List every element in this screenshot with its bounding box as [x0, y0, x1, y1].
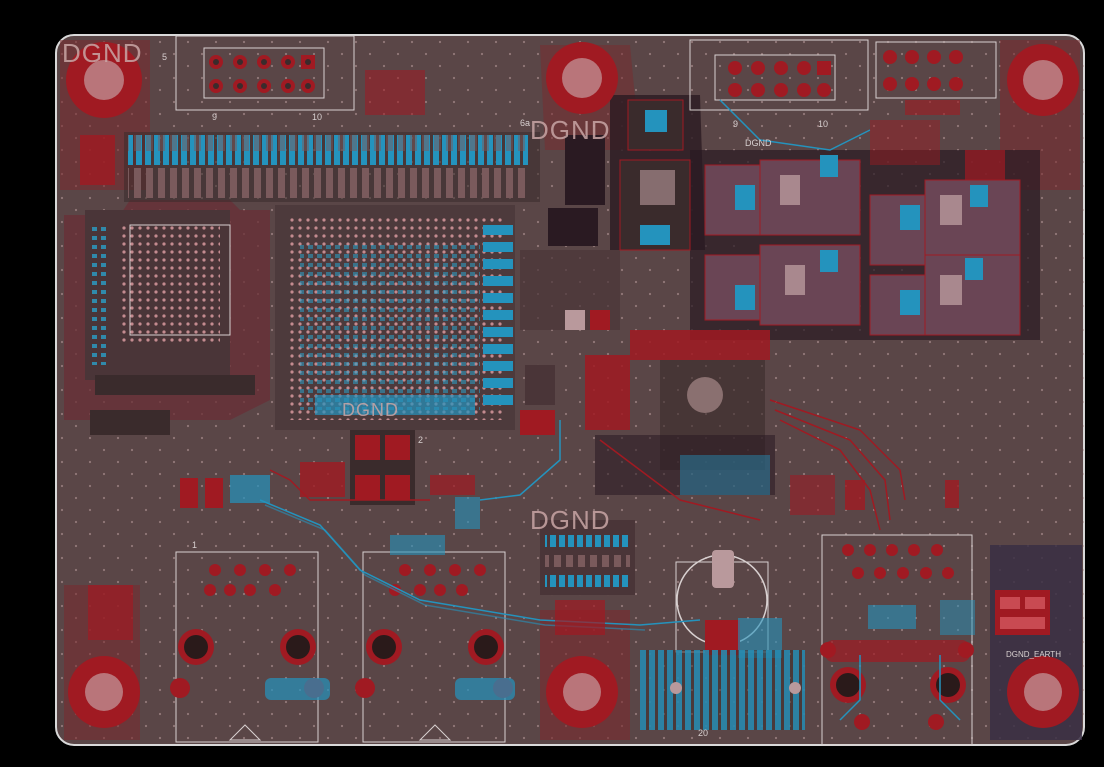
- ic-center: [585, 330, 775, 495]
- earth-connector: [940, 590, 1050, 635]
- ic-small-block: [300, 430, 415, 505]
- passive-components: [80, 70, 1005, 640]
- header-j3: [875, 41, 997, 99]
- battery-holder: [675, 550, 782, 658]
- mounting-hole-tl: [66, 42, 142, 118]
- chip-left-area: [85, 210, 255, 395]
- mounting-hole-tc: [546, 42, 618, 114]
- processor-area: [275, 205, 515, 430]
- header-j2: [689, 39, 869, 111]
- mounting-hole-bl: [68, 656, 140, 728]
- resistor-array: [540, 520, 635, 595]
- header-j1: [175, 35, 355, 111]
- mounting-hole-tr: [1007, 44, 1079, 116]
- edge-connector-top: [124, 132, 540, 202]
- jack-right: [820, 534, 974, 746]
- mounting-hole-bc: [546, 656, 618, 728]
- regulator-cluster: [704, 155, 1021, 336]
- jack-left-1: [170, 551, 330, 743]
- jack-left-2: [355, 551, 515, 743]
- regulator-left: [619, 99, 691, 251]
- bottom-connector: [640, 650, 805, 730]
- pad-column-right: [483, 225, 513, 405]
- mounting-hole-br: [1007, 656, 1079, 728]
